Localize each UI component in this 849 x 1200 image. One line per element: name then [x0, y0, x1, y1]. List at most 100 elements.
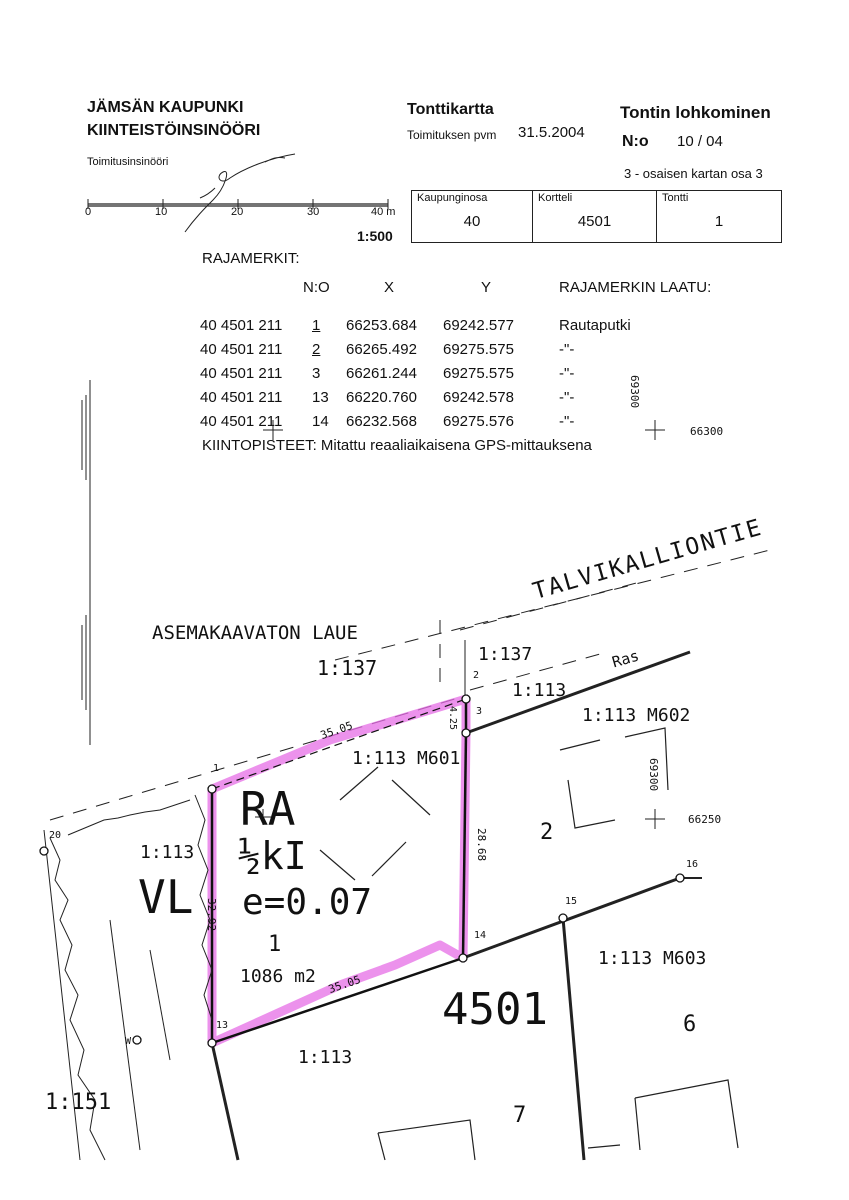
boundary-markers-title: RAJAMERKIT: — [202, 250, 300, 267]
point-label-3: 3 — [476, 706, 483, 717]
park-area-symbols — [43, 794, 213, 1161]
scale-tick-10: 10 — [155, 206, 168, 218]
block-lines — [210, 650, 691, 1161]
grid-label-x-mid: 66250 — [688, 813, 722, 826]
grid-label-y-top: 69300 — [628, 375, 641, 409]
plan-ref-151: 1:151 — [45, 1090, 112, 1115]
officer-label: Toimitusinsinööri — [87, 156, 169, 168]
efficiency-label: e=0.07 — [242, 882, 373, 923]
marker-no: 1 — [312, 317, 321, 334]
marker-x: 66253.684 — [346, 317, 417, 334]
marker-no: 14 — [312, 413, 329, 430]
marker-quality: Rautaputki — [559, 317, 631, 334]
point-label-2: 2 — [473, 670, 480, 681]
marker-x: 66265.492 — [346, 341, 417, 358]
marker-prefix: 40 4501 211 — [200, 365, 283, 382]
plan-ref-m603: 1:113 M603 — [598, 948, 707, 969]
parcel-info-box: Kaupunginosa 40 Kortteli 4501 Tontti 1 — [411, 190, 782, 243]
zone-vl-label: VL — [138, 870, 194, 924]
marker-x: 66220.760 — [346, 389, 417, 406]
point-label-20: 20 — [49, 830, 62, 841]
point-label-14: 14 — [474, 930, 487, 941]
procedure-title: Tontin lohkominen — [620, 103, 771, 122]
marker-y: 69275.576 — [443, 413, 514, 430]
block-label: Kortteli — [538, 192, 573, 204]
marker-y: 69242.577 — [443, 317, 514, 334]
point-label-15: 15 — [565, 896, 578, 907]
point-label-13: 13 — [216, 1020, 229, 1031]
plan-ref-137-road: 1:137 — [478, 644, 533, 665]
marker-prefix: 40 4501 211 — [200, 317, 283, 334]
scale-tick-20: 20 — [231, 206, 244, 218]
unplanned-area-label: ASEMAKAAVATON LAUE — [152, 622, 358, 644]
scale-tick-0: 0 — [85, 206, 92, 218]
marker-y: 69242.578 — [443, 389, 514, 406]
scale-bar — [87, 199, 389, 209]
margin-ticks — [81, 380, 91, 745]
marker-quality: -"- — [559, 365, 575, 382]
fixed-points-note: KIINTOPISTEET: Mitattu reaaliaikaisena G… — [202, 437, 592, 454]
plot-6-label: 6 — [683, 1012, 697, 1037]
plan-ref-137: 1:137 — [317, 656, 378, 680]
point-label-1: 1 — [213, 763, 220, 774]
grid-label-y-mid: 69300 — [647, 758, 660, 792]
procedure-number-label: N:o — [622, 133, 649, 150]
plan-ref-bottom: 1:113 — [298, 1047, 353, 1068]
district-value: 40 — [463, 213, 481, 230]
marker-x: 66232.568 — [346, 413, 417, 430]
marker-no: 3 — [312, 365, 321, 382]
organization-name: JÄMSÄN KAUPUNKI — [87, 99, 244, 116]
plot-7-label: 7 — [513, 1103, 527, 1128]
plan-ref-m602: 1:113 M602 — [582, 705, 691, 726]
building-outline — [319, 727, 739, 1161]
department-name: KIINTEISTÖINSINÖÖRI — [87, 122, 261, 139]
procedure-number: 10 / 04 — [677, 133, 723, 150]
district-label: Kaupunginosa — [417, 192, 488, 204]
marker-y: 69275.575 — [443, 341, 514, 358]
signature — [184, 153, 296, 233]
grid-cross — [255, 420, 665, 829]
dashed-boundary — [49, 549, 771, 821]
plot-cell: Tontti 1 — [657, 191, 781, 242]
marker-x: 66261.244 — [346, 365, 417, 382]
dimension-left: 32.92 — [205, 898, 218, 932]
plot-label: Tontti — [662, 192, 689, 204]
marker-y: 69275.575 — [443, 365, 514, 382]
scale-tick-40: 40 m — [371, 206, 396, 218]
col-x-header: X — [384, 279, 395, 296]
date-value: 31.5.2004 — [518, 124, 585, 141]
marker-no: 13 — [312, 389, 329, 406]
grid-label-x-top: 66300 — [690, 425, 724, 438]
plot-area-label: 1086 m2 — [240, 966, 316, 987]
dimension-right: 28.68 — [475, 828, 488, 862]
marker-quality: -"- — [559, 389, 575, 406]
plan-ref-113-road: 1:113 — [512, 680, 567, 701]
plan-ref-m601: 1:113 M601 — [352, 748, 461, 769]
point-label-16: 16 — [686, 859, 699, 870]
organization-header: JÄMSÄN KAUPUNKI KIINTEISTÖINSINÖÖRI — [87, 96, 260, 142]
district-cell: Kaupunginosa 40 — [412, 191, 533, 242]
scale-ratio: 1:500 — [357, 228, 393, 244]
marker-prefix: 40 4501 211 — [200, 389, 283, 406]
block-cell: Kortteli 4501 — [533, 191, 657, 242]
block-number-label: 4501 — [442, 984, 548, 1035]
marker-quality: -"- — [559, 413, 575, 430]
plan-ref-vl: 1:113 — [140, 842, 195, 863]
plot-number-label: 1 — [268, 932, 282, 957]
map-type-title: Tonttikartta — [407, 101, 494, 118]
point-label-w: W — [125, 1036, 132, 1047]
col-y-header: Y — [481, 279, 492, 296]
marker-prefix: 40 4501 211 — [200, 413, 283, 430]
plot-2-label: 2 — [540, 820, 554, 845]
zone-floors-label: ½kI — [238, 834, 307, 878]
date-label: Toimituksen pvm — [407, 128, 497, 142]
dimension-short: 4.25 — [447, 706, 458, 731]
zone-ra-label: RA — [240, 782, 296, 836]
plot-boundary — [210, 699, 468, 1045]
col-quality-header: RAJAMERKIN LAATU: — [559, 279, 712, 296]
map-part: 3 - osaisen kartan osa 3 — [624, 166, 763, 181]
scale-tick-30: 30 — [307, 206, 320, 218]
plot-highlight — [207, 694, 471, 1048]
marker-quality: -"- — [559, 341, 575, 358]
